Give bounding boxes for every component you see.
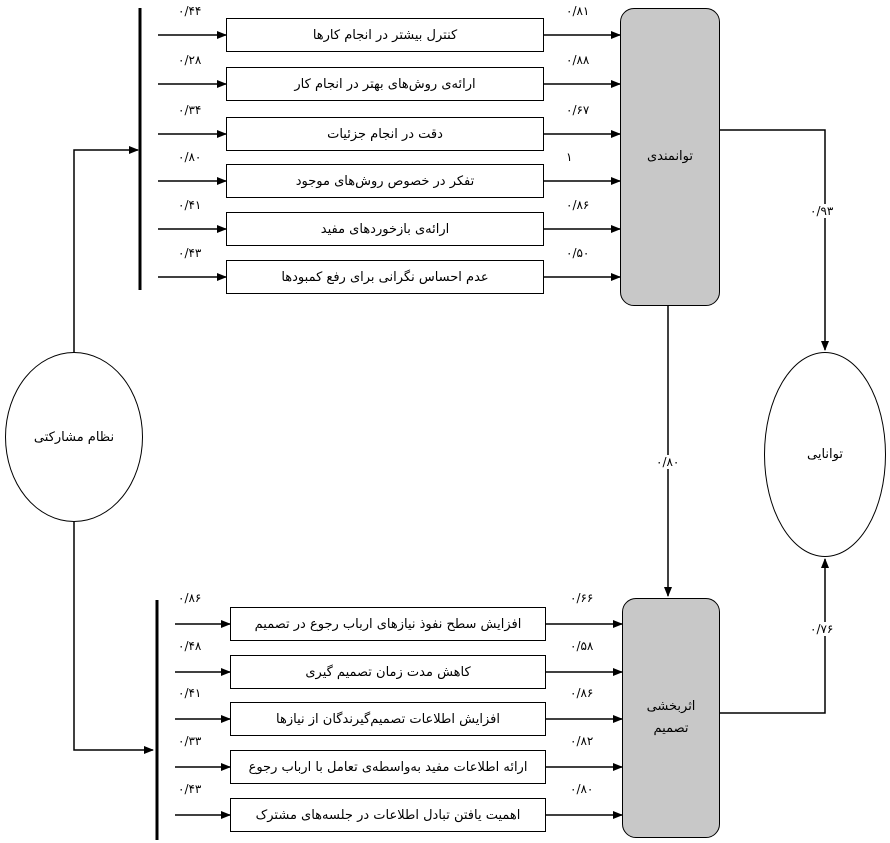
top-item-out-coef: ۰/۶۷: [566, 103, 590, 117]
path-label-tavanmandi-asarbakhshi: ۰/۸۰: [654, 455, 682, 469]
top-item-out-coef: ۰/۸۶: [566, 198, 590, 212]
path-asarbakhshi-to-ability: [720, 558, 829, 714]
bottom-item-in-coef: ۰/۴۱: [178, 686, 202, 700]
bottom-item-in-coef: ۰/۳۳: [178, 734, 202, 748]
top-item-in-coef: ۰/۲۸: [178, 53, 202, 67]
top-item-in-coef: ۰/۴۳: [178, 246, 202, 260]
path-label-asarbakhshi-ability: ۰/۷۶: [808, 622, 836, 636]
top-item-in-coef: ۰/۴۱: [178, 198, 202, 212]
bottom-item-in-coef: ۰/۴۳: [178, 782, 202, 796]
top-item-box: ارائه‌ی روش‌های بهتر در انجام کار: [226, 67, 544, 101]
top-item-out-coef: ۰/۵۰: [566, 246, 590, 260]
oval-ability: توانایی: [764, 352, 886, 557]
latent-tavanmandi: توانمندی: [620, 8, 720, 306]
top-item-box: دقت در انجام جزئیات: [226, 117, 544, 151]
bottom-item-box: افزایش اطلاعات تصمیم‌گیرندگان از نیازها: [230, 702, 546, 736]
bottom-item-box: کاهش مدت زمان تصمیم گیری: [230, 655, 546, 689]
bottom-item-in-coef: ۰/۴۸: [178, 639, 202, 653]
top-item-out-coef: ۰/۸۱: [566, 4, 590, 18]
latent-asarbakhshi: اثربخشی تصمیم: [622, 598, 720, 838]
path-label-tavanmandi-ability: ۰/۹۳: [808, 204, 836, 218]
path-system-to-asarbakhshi: [73, 522, 154, 754]
bottom-item-out-coef: ۰/۶۶: [570, 591, 594, 605]
top-item-out-coef: ۱: [566, 150, 573, 164]
oval-participative-system-label: نظام مشارکتی: [33, 429, 115, 445]
top-item-box: عدم احساس نگرانی برای رفع کمبودها: [226, 260, 544, 294]
bottom-item-in-coef: ۰/۸۶: [178, 591, 202, 605]
path-tavanmandi-to-ability: [720, 129, 829, 351]
top-item-in-coef: ۰/۳۴: [178, 103, 202, 117]
bottom-item-out-coef: ۰/۸۲: [570, 734, 594, 748]
latent-asarbakhshi-label-2: تصمیم: [653, 721, 689, 736]
oval-ability-label: توانایی: [807, 447, 843, 462]
bottom-item-out-coef: ۰/۸۰: [570, 782, 594, 796]
bottom-item-box: اهمیت یافتن تبادل اطلاعات در جلسه‌های مش…: [230, 798, 546, 832]
top-item-in-coef: ۰/۸۰: [178, 150, 202, 164]
top-item-out-coef: ۰/۸۸: [566, 53, 590, 67]
bottom-item-out-coef: ۰/۸۶: [570, 686, 594, 700]
oval-participative-system: نظام مشارکتی: [5, 352, 143, 522]
top-item-box: ارائه‌ی بازخوردهای مفید: [226, 212, 544, 246]
top-item-box: تفکر در خصوص روش‌های موجود: [226, 164, 544, 198]
bottom-item-out-coef: ۰/۵۸: [570, 639, 594, 653]
top-item-box: کنترل بیشتر در انجام کارها: [226, 18, 544, 52]
latent-tavanmandi-label: توانمندی: [647, 148, 694, 164]
path-system-to-tavanmandi: [73, 146, 139, 352]
latent-asarbakhshi-label-1: اثربخشی: [646, 698, 696, 714]
top-item-in-coef: ۰/۴۴: [178, 4, 202, 18]
bottom-item-box: ارائه اطلاعات مفید به‌واسطه‌ی تعامل با ا…: [230, 750, 546, 784]
bottom-item-box: افزایش سطح نفوذ نیازهای ارباب رجوع در تص…: [230, 607, 546, 641]
